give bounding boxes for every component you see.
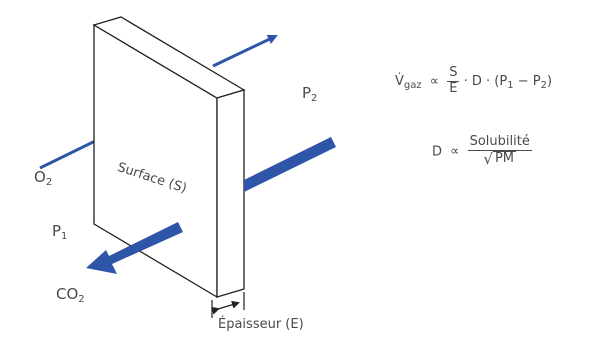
- surface-over-thickness: S E: [447, 65, 460, 96]
- p1-label: P1: [52, 222, 68, 242]
- co2-outflow-arrow: [86, 222, 183, 274]
- p2-label: P2: [302, 84, 318, 104]
- membrane-side-face: [216, 89, 245, 298]
- co2-label: CO2: [56, 285, 85, 305]
- o2-outflow-arrow: [212, 34, 278, 68]
- o2-label: O2: [34, 168, 53, 188]
- thickness-indicator: [211, 292, 245, 318]
- square-root-icon: √PM: [483, 149, 517, 168]
- diffusion-formula: D ∝ Solubilité √PM: [432, 134, 532, 168]
- solubility-over-sqrt-pm: Solubilité √PM: [467, 134, 532, 168]
- thickness-label: Épaisseur (E): [218, 317, 304, 332]
- membrane-slab: [92, 16, 246, 299]
- co2-inflow-bar: [244, 137, 336, 192]
- flow-formula: V̇gaz ∝ S E · D · (P1 − P2): [395, 65, 553, 96]
